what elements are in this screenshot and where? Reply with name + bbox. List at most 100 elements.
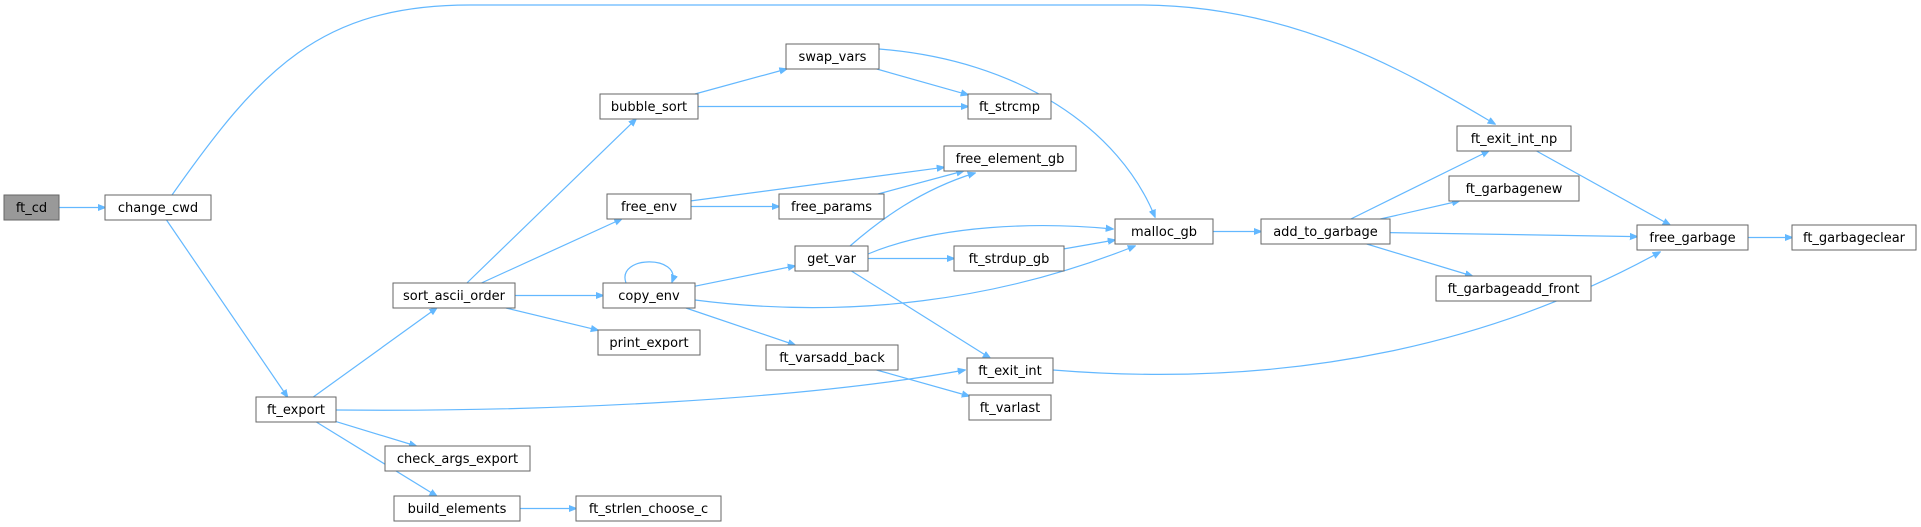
node-bubble-sort[interactable]: bubble_sort [599, 93, 699, 120]
edge-add-to-garbage-to-ft-exit-int-np [1350, 151, 1489, 220]
node-box[interactable] [597, 329, 701, 356]
node-box[interactable] [602, 282, 696, 309]
node-box[interactable] [968, 394, 1052, 421]
node-swap-vars[interactable]: swap_vars [785, 43, 880, 70]
node-box[interactable] [575, 495, 722, 522]
edge-line [876, 369, 970, 396]
edge-ft-exit-int-to-free-garbage [1052, 252, 1660, 375]
node-label: ft_cd [16, 201, 47, 216]
node-box[interactable] [967, 93, 1052, 120]
node-box[interactable] [765, 344, 899, 371]
node-box[interactable] [3, 194, 60, 221]
edge-swap-vars-to-malloc-gb [878, 48, 1155, 217]
node-box[interactable] [599, 93, 699, 120]
node-box[interactable] [1435, 275, 1592, 302]
edge-copy-env-to-copy-env [624, 261, 673, 283]
node-box[interactable] [606, 193, 692, 220]
edge-line [878, 48, 1155, 217]
node-box[interactable] [953, 245, 1065, 272]
edge-change-cwd-to-ft-exit-int-np [171, 4, 1495, 196]
node-ft-cd[interactable]: ft_cd [3, 194, 60, 221]
edge-ft-strdup-gb-to-malloc-gb [1063, 240, 1115, 250]
edge-line [694, 246, 1135, 309]
node-label: ft_varsadd_back [779, 351, 885, 366]
node-box[interactable] [1791, 224, 1917, 251]
node-free-params[interactable]: free_params [778, 193, 885, 220]
edge-sort-ascii-order-to-bubble-sort [466, 119, 636, 284]
edge-sort-ascii-order-to-free-env [481, 219, 621, 284]
node-add-to-garbage[interactable]: add_to_garbage [1260, 218, 1391, 245]
node-box[interactable] [785, 43, 880, 70]
node-box[interactable] [255, 396, 337, 423]
edge-copy-env-to-get-var [694, 266, 795, 287]
node-box[interactable] [778, 193, 885, 220]
node-label: ft_strcmp [979, 100, 1040, 115]
node-print-export[interactable]: print_export [597, 329, 701, 356]
node-box[interactable] [1448, 175, 1580, 202]
node-label: add_to_garbage [1273, 225, 1378, 240]
edge-line [505, 307, 598, 330]
node-box[interactable] [794, 245, 869, 272]
node-box[interactable] [392, 282, 516, 309]
edge-copy-env-to-malloc-gb [694, 246, 1135, 309]
edge-add-to-garbage-to-free-garbage [1389, 232, 1637, 237]
node-label: build_elements [408, 502, 507, 517]
node-ft-exit-int-np[interactable]: ft_exit_int_np [1456, 125, 1572, 152]
edge-line [1366, 243, 1473, 276]
edge-line [312, 308, 436, 398]
node-ft-garbageclear[interactable]: ft_garbageclear [1791, 224, 1917, 251]
node-label: check_args_export [397, 452, 518, 467]
edge-get-var-to-malloc-gb [867, 226, 1113, 255]
edge-change-cwd-to-ft-export [166, 219, 288, 397]
node-ft-varsadd-back[interactable]: ft_varsadd_back [765, 344, 899, 371]
node-label: ft_garbagenew [1466, 182, 1563, 197]
node-ft-varlast[interactable]: ft_varlast [968, 394, 1052, 421]
edge-line [851, 270, 990, 358]
node-label: free_element_gb [956, 152, 1065, 167]
node-box[interactable] [1636, 224, 1749, 251]
edge-sort-ascii-order-to-print-export [505, 307, 598, 330]
node-ft-strlen-choose-c[interactable]: ft_strlen_choose_c [575, 495, 722, 522]
node-change-cwd[interactable]: change_cwd [104, 194, 212, 221]
edge-ft-export-to-ft-exit-int [335, 370, 965, 411]
node-free-garbage[interactable]: free_garbage [1636, 224, 1749, 251]
node-label: ft_exit_int [978, 364, 1042, 379]
node-ft-strdup-gb[interactable]: ft_strdup_gb [953, 245, 1065, 272]
edge-line [166, 219, 288, 397]
edge-line [481, 219, 621, 284]
node-free-env[interactable]: free_env [606, 193, 692, 220]
node-ft-exit-int[interactable]: ft_exit_int [966, 357, 1054, 384]
edge-get-var-to-ft-exit-int [851, 270, 990, 358]
node-ft-strcmp[interactable]: ft_strcmp [967, 93, 1052, 120]
node-ft-export[interactable]: ft_export [255, 396, 337, 423]
node-ft-garbagenew[interactable]: ft_garbagenew [1448, 175, 1580, 202]
edge-line [685, 307, 795, 345]
edge-copy-env-to-ft-varsadd-back [685, 307, 795, 345]
node-box[interactable] [1260, 218, 1391, 245]
node-get-var[interactable]: get_var [794, 245, 869, 272]
node-label: ft_garbageadd_front [1448, 282, 1580, 297]
node-ft-garbageadd-front[interactable]: ft_garbageadd_front [1435, 275, 1592, 302]
node-box[interactable] [966, 357, 1054, 384]
node-box[interactable] [1114, 218, 1214, 245]
node-box[interactable] [1456, 125, 1572, 152]
node-label: get_var [807, 252, 857, 267]
node-build-elements[interactable]: build_elements [393, 495, 521, 522]
node-free-element-gb[interactable]: free_element_gb [943, 145, 1077, 172]
edge-ft-export-to-sort-ascii-order [312, 308, 436, 398]
edge-ft-varsadd-back-to-ft-varlast [876, 369, 970, 396]
edge-add-to-garbage-to-ft-garbageadd-front [1366, 243, 1473, 276]
edge-swap-vars-to-ft-strcmp [876, 68, 968, 95]
node-box[interactable] [943, 145, 1077, 172]
edge-get-var-to-free-element-gb [849, 173, 975, 247]
node-malloc-gb[interactable]: malloc_gb [1114, 218, 1214, 245]
node-sort-ascii-order[interactable]: sort_ascii_order [392, 282, 516, 309]
node-box[interactable] [393, 495, 521, 522]
node-box[interactable] [104, 194, 212, 221]
node-box[interactable] [384, 445, 531, 472]
edge-bubble-sort-to-swap-vars [694, 69, 787, 95]
node-check-args-export[interactable]: check_args_export [384, 445, 531, 472]
edge-line [1350, 151, 1489, 220]
node-copy-env[interactable]: copy_env [602, 282, 696, 309]
